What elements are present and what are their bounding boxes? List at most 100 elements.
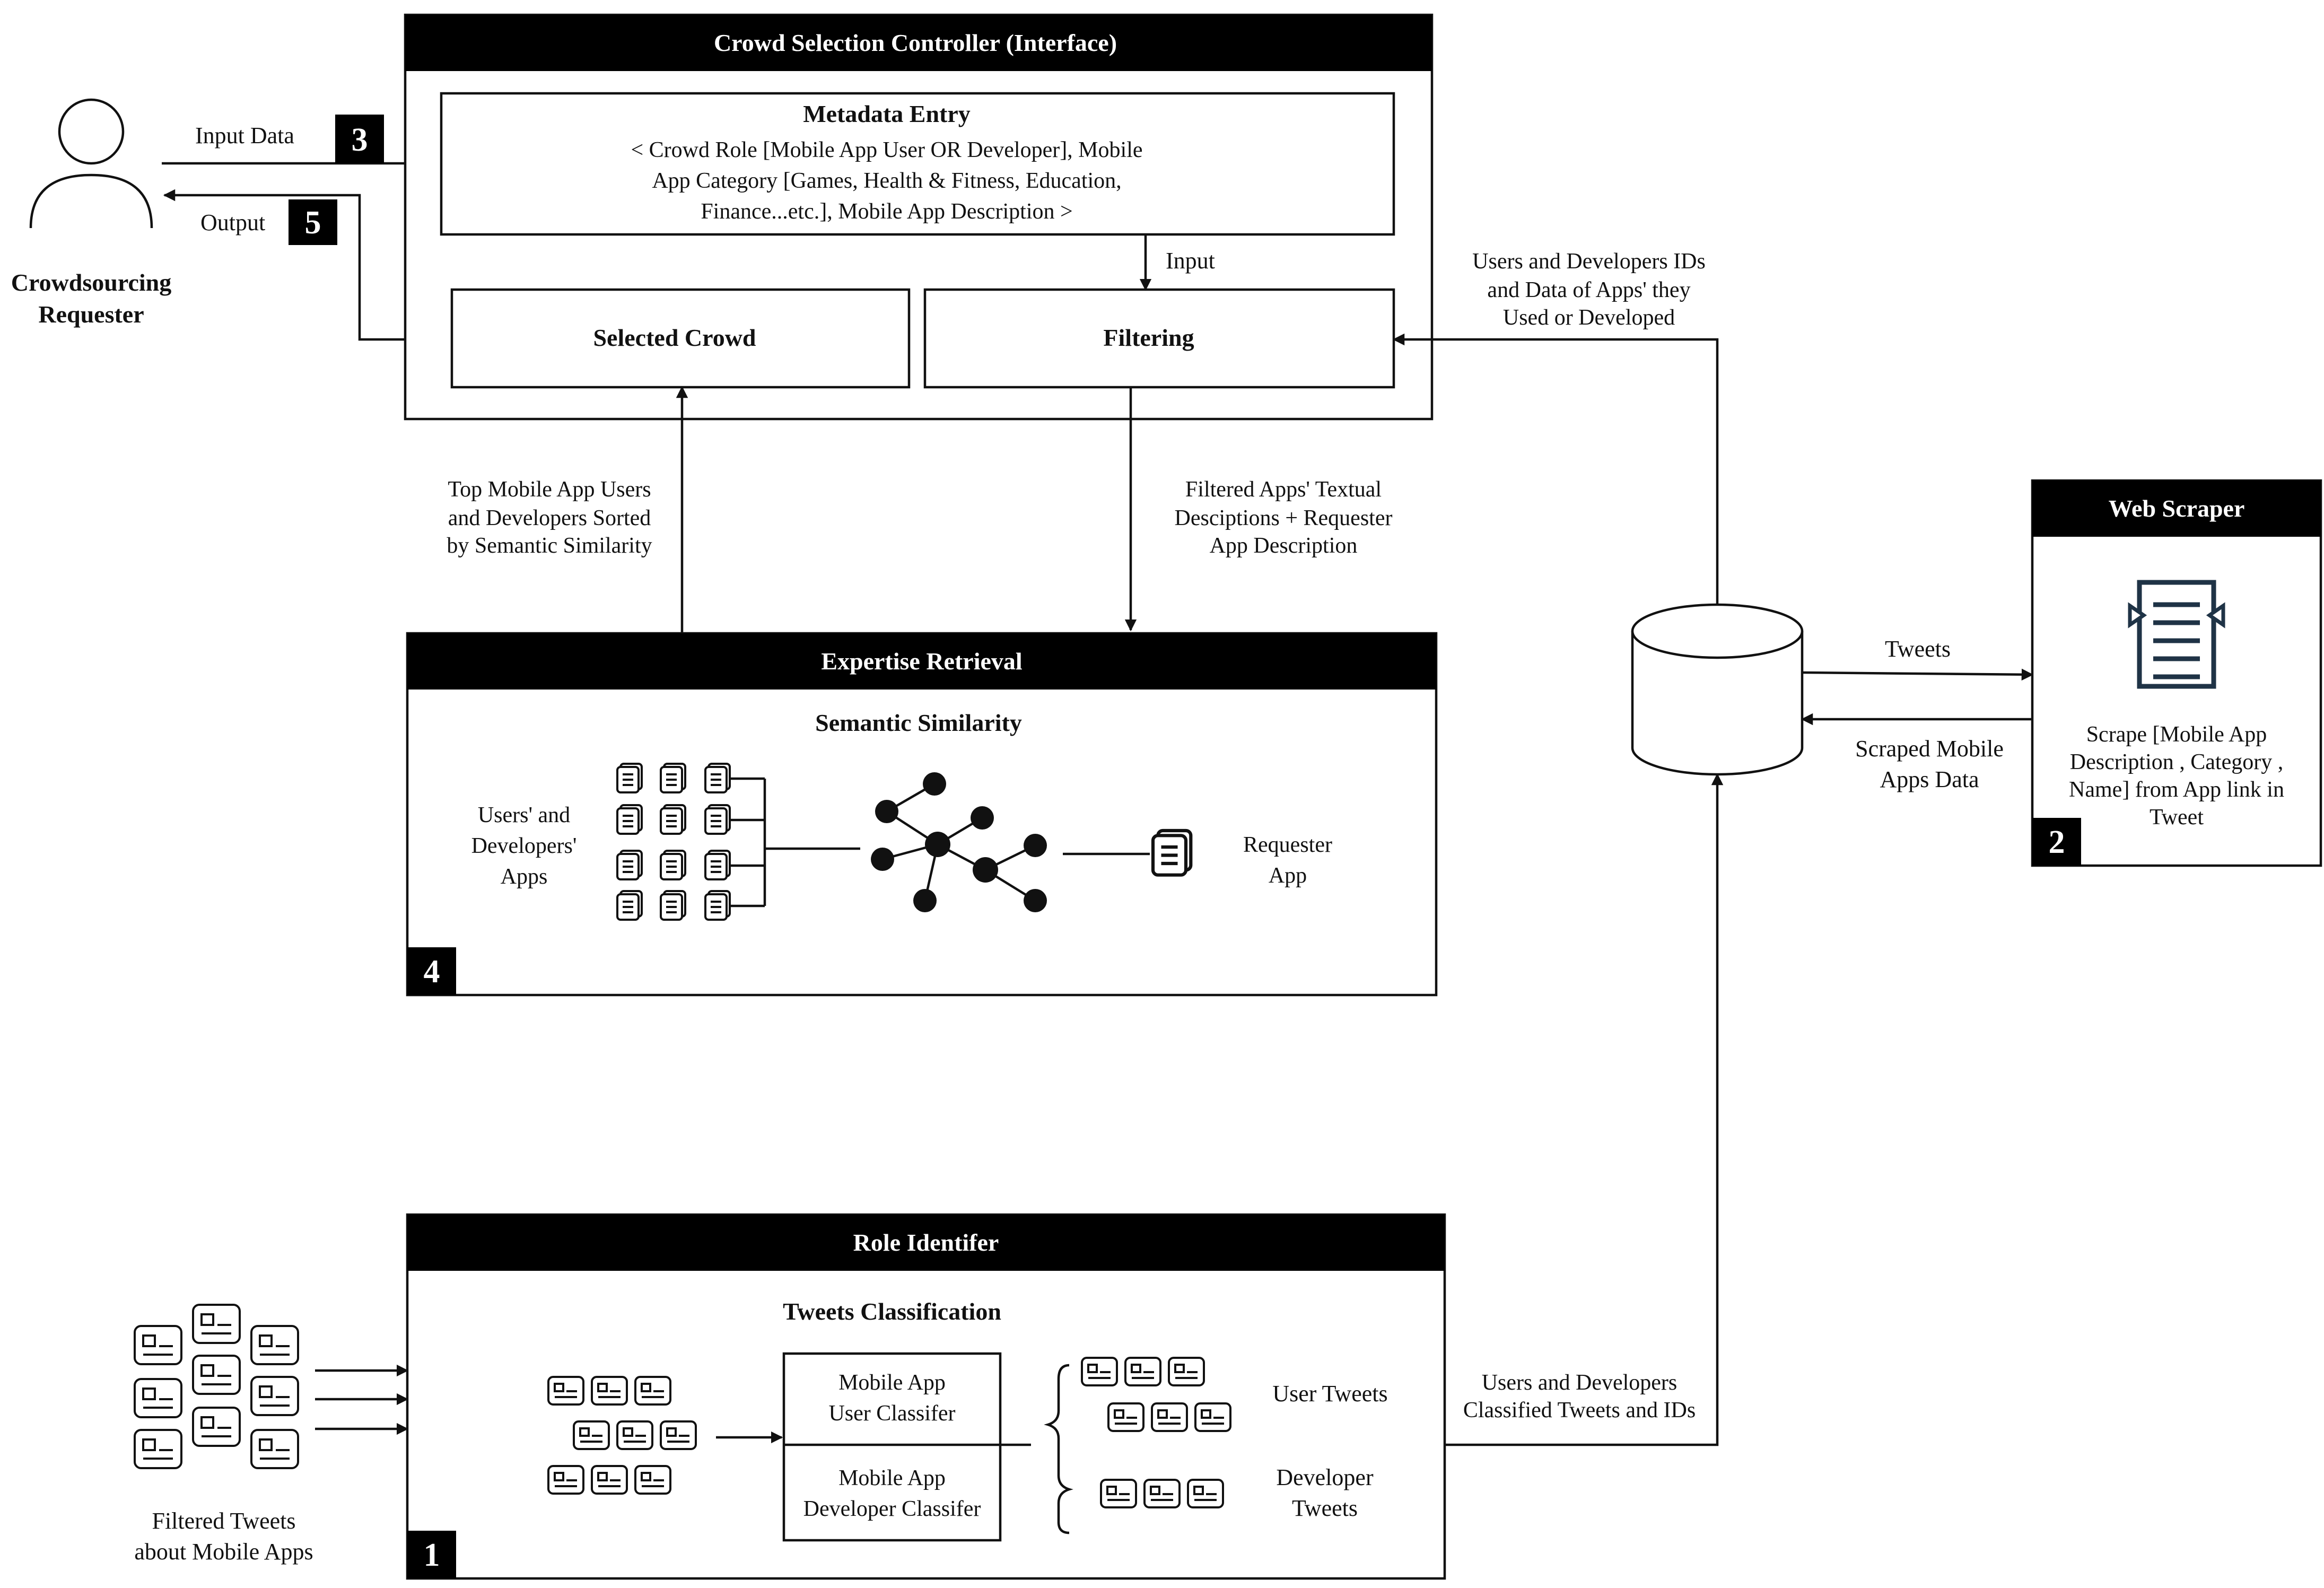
scraper-desc-line1: Scrape [Mobile App <box>2086 722 2267 747</box>
tweet-card-icon <box>1194 1402 1231 1432</box>
tweet-card-icon <box>1107 1402 1144 1432</box>
metadata-entry-box: Metadata Entry < Crowd Role [Mobile App … <box>440 92 1395 236</box>
classifier-box: Mobile App User Classifer Mobile App Dev… <box>782 1352 1002 1542</box>
web-scraper: Web Scraper Scrape [Mobile App Descripti… <box>2031 479 2322 867</box>
users-apps-line3: Apps <box>501 865 548 889</box>
filtered-tweets-line2: about Mobile Apps <box>134 1539 313 1565</box>
metadata-line2: App Category [Games, Health & Fitness, E… <box>652 169 1121 193</box>
tweet-card-icon <box>1151 1402 1188 1432</box>
ids-label-line1: Users and Developers IDs <box>1472 249 1706 274</box>
tweet-card-icon <box>250 1376 299 1416</box>
svg-text:4: 4 <box>424 954 440 990</box>
step-2-badge: 2 <box>2032 818 2081 866</box>
classified-label-line1: Users and Developers <box>1482 1371 1678 1395</box>
top-users-line3: by Semantic Similarity <box>447 534 652 558</box>
filtered-apps-line3: App Description <box>1210 534 1358 558</box>
scraper-desc-line4: Tweet <box>2150 805 2204 830</box>
step-5-badge: 5 <box>289 199 337 245</box>
ids-label-line2: and Data of Apps' they <box>1487 278 1690 302</box>
tweet-card-icon <box>1100 1479 1137 1508</box>
tweet-card-icon <box>134 1429 182 1469</box>
tweet-card-icon <box>1081 1357 1118 1386</box>
tweet-card-icon <box>547 1376 584 1406</box>
filtered-tweets-line1: Filtered Tweets <box>152 1508 295 1534</box>
users-apps-document-grid <box>616 763 860 921</box>
selected-crowd-label: Selected Crowd <box>593 324 756 351</box>
svg-text:2: 2 <box>2049 824 2065 860</box>
requester-title-line1: Crowdsourcing <box>11 269 171 296</box>
developer-tweets-group <box>1100 1479 1224 1508</box>
tweets-label: Tweets <box>1885 636 1951 662</box>
tweet-card-icon <box>547 1465 584 1495</box>
document-icon <box>704 804 731 835</box>
user-classifier-line2: User Classifer <box>828 1401 955 1426</box>
document-icon <box>660 850 686 880</box>
tweet-card-icon <box>192 1407 241 1447</box>
tweets-classification-subtitle: Tweets Classification <box>783 1298 1001 1325</box>
tweet-card-icon <box>591 1376 628 1406</box>
document-icon <box>616 890 643 921</box>
document-icon <box>616 763 643 793</box>
tweet-card-icon <box>634 1376 671 1406</box>
crowd-selection-controller: Crowd Selection Controller (Interface) M… <box>404 13 1434 421</box>
scraper-desc-line3: Name] from App link in <box>2069 778 2284 802</box>
controller-title: Crowd Selection Controller (Interface) <box>714 29 1117 56</box>
tweet-card-icon <box>1143 1479 1181 1508</box>
input-data-label: Input Data <box>195 123 294 149</box>
top-users-line2: and Developers Sorted <box>448 506 651 530</box>
svg-text:5: 5 <box>305 205 321 241</box>
users-apps-line2: Developers' <box>471 834 577 858</box>
database-to-filtering-arrow <box>1392 333 1719 609</box>
output-label: Output <box>200 210 265 235</box>
metadata-line1: < Crowd Role [Mobile App User OR Develop… <box>631 138 1142 162</box>
tweets-arrow <box>1802 668 2034 681</box>
tweet-card-icon <box>1124 1357 1161 1386</box>
requester-app-line1: Requester <box>1243 833 1332 857</box>
role-identifier: Role Identifer Tweets Classification Mob… <box>406 1213 1446 1580</box>
tweet-card-icon <box>573 1420 610 1450</box>
tweet-card-icon <box>1187 1479 1224 1508</box>
ids-label-line3: Used or Developed <box>1503 306 1675 330</box>
crowdsourcing-requester: Crowdsourcing Requester <box>11 98 171 328</box>
expertise-retrieval: Expertise Retrieval Semantic Similarity … <box>406 632 1438 997</box>
dev-classifier-line2: Developer Classifer <box>803 1497 981 1521</box>
step-3-badge: 3 <box>335 115 384 163</box>
database-icon <box>1631 603 1804 776</box>
scraped-label-line2: Apps Data <box>1880 766 1979 792</box>
app-document-icon <box>1153 831 1191 875</box>
dev-tweets-line1: Developer <box>1276 1464 1374 1490</box>
document-icon <box>660 804 686 835</box>
dev-classifier-line1: Mobile App <box>838 1466 946 1490</box>
classified-to-database-arrow <box>1445 773 1724 1446</box>
dev-tweets-brace <box>1057 1445 1073 1534</box>
filtered-tweets-group <box>134 1304 299 1469</box>
svg-text:1: 1 <box>424 1537 440 1573</box>
person-icon <box>29 98 153 229</box>
tweet-card-icon <box>250 1429 299 1469</box>
tweet-card-icon <box>250 1325 299 1365</box>
filtered-apps-line1: Filtered Apps' Textual <box>1185 477 1382 502</box>
tweet-card-icon <box>134 1325 182 1365</box>
expertise-title: Expertise Retrieval <box>821 648 1022 675</box>
svg-text:3: 3 <box>352 122 368 158</box>
document-icon <box>704 850 731 880</box>
scraped-label-line1: Scraped Mobile <box>1855 736 2004 762</box>
document-icon <box>616 804 643 835</box>
top-users-line1: Top Mobile App Users <box>448 477 651 502</box>
metadata-line3: Finance...etc.], Mobile App Description … <box>701 199 1072 224</box>
filtering-label: Filtering <box>1103 324 1194 351</box>
role-title: Role Identifer <box>853 1229 999 1256</box>
user-classifier-line1: Mobile App <box>838 1371 946 1395</box>
document-icon <box>660 763 686 793</box>
metadata-title: Metadata Entry <box>803 100 971 127</box>
semantic-similarity-subtitle: Semantic Similarity <box>815 709 1022 736</box>
tweet-card-icon <box>134 1378 182 1418</box>
tweet-card-icon <box>192 1355 241 1395</box>
input-label: Input <box>1166 248 1215 274</box>
dev-tweets-line2: Tweets <box>1292 1495 1358 1521</box>
tweet-card-icon <box>1168 1357 1205 1386</box>
tweet-card-icon <box>616 1420 653 1450</box>
classified-label-line2: Classified Tweets and IDs <box>1463 1398 1696 1423</box>
document-icon <box>704 890 731 921</box>
requester-app-line2: App <box>1269 863 1307 888</box>
